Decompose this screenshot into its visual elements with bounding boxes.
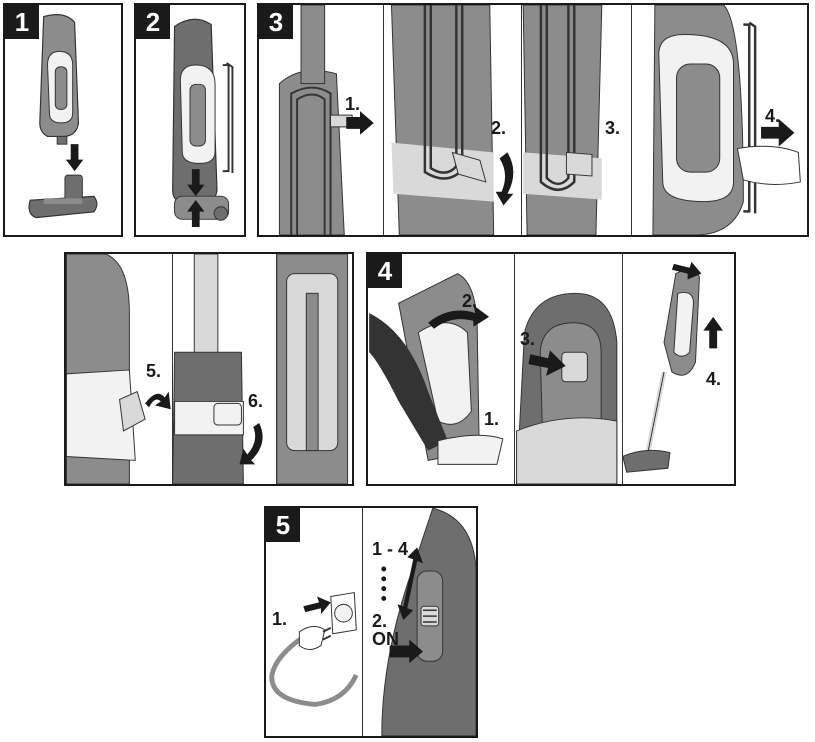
- right-arrow: [303, 596, 331, 615]
- panel-3-step-5: 5.: [146, 361, 162, 381]
- panel-4: 4 2. 1. 3. 4.: [366, 252, 736, 486]
- cable-loops: [539, 5, 576, 192]
- panel-3-step-1: 1.: [345, 94, 361, 114]
- panel-4-illustration: [369, 261, 724, 484]
- dot-3: [381, 586, 387, 592]
- handle-opening: [189, 83, 206, 147]
- cable-clip: [451, 151, 487, 183]
- panel-1: 1: [3, 3, 123, 237]
- closeup-lower: [516, 417, 618, 484]
- panel-5-range: 1 - 4: [372, 539, 409, 559]
- cable-loops: [290, 86, 332, 235]
- panel-5-step-1: 1.: [272, 609, 288, 629]
- power-cable: [269, 633, 359, 707]
- up-arrow: [187, 200, 205, 228]
- base-top: [43, 198, 83, 205]
- power-indicator: [423, 609, 437, 623]
- plug-pin-2: [322, 634, 332, 641]
- up-arrow: [703, 316, 724, 349]
- right-arrow: [761, 119, 795, 147]
- stick-vacuum-handle: [673, 291, 695, 357]
- handle-opening: [54, 66, 68, 110]
- panel-5-step-2: 2.: [372, 611, 388, 631]
- base-post: [64, 174, 83, 201]
- stick-tube-edge: [647, 371, 665, 451]
- panel-3-badge: 3: [259, 5, 293, 39]
- panel-3b-divider-1: [172, 254, 173, 484]
- panel-4-step-3: 3.: [520, 329, 536, 349]
- panel-3-illustration: [278, 5, 801, 235]
- cable-wraps: [222, 62, 234, 174]
- dot-4: [381, 595, 387, 601]
- vacuum-body: [390, 5, 495, 235]
- wheel: [213, 206, 229, 221]
- panel-3-divider-1: [383, 5, 384, 235]
- panel-2-badge: 2: [136, 5, 170, 39]
- dot-2: [381, 576, 387, 582]
- curved-arrow: [495, 152, 514, 206]
- double-arrow: [397, 547, 424, 621]
- hand: [736, 145, 801, 185]
- panel-1-illustration: [28, 14, 98, 219]
- down-arrow: [187, 169, 205, 197]
- down-right-arrow: [671, 261, 702, 280]
- clip-closed: [213, 402, 242, 426]
- clip-open: [119, 390, 146, 432]
- panel-2: 2: [134, 3, 246, 237]
- panel-3b-illustration: [66, 254, 349, 484]
- handle-opening: [676, 63, 721, 173]
- stick-connector: [56, 135, 68, 145]
- light-band: [66, 369, 136, 461]
- vacuum-body: [522, 5, 603, 235]
- panel-5-badge: 5: [266, 508, 300, 542]
- foot: [437, 434, 504, 465]
- panel-1-badge: 1: [5, 5, 39, 39]
- panel-4-divider-1: [514, 254, 515, 484]
- panel-4-divider-2: [622, 254, 623, 484]
- panel-3b-divider-2: [276, 254, 277, 484]
- panel-3-divider-3: [631, 5, 632, 235]
- panel-4-badge: 4: [368, 254, 402, 288]
- curved-arrow: [145, 391, 171, 410]
- panel-4-step-4: 4.: [706, 369, 722, 389]
- panel-4-step-1: 1.: [484, 409, 500, 429]
- closeup-button: [561, 351, 588, 383]
- arm: [369, 312, 448, 451]
- panel-3-continued: 5. 6.: [64, 252, 354, 486]
- curved-arrow: [239, 423, 263, 465]
- panel-5-divider: [362, 508, 363, 736]
- panel-3-divider-2: [521, 5, 522, 235]
- panel-3-step-4: 4.: [765, 106, 781, 126]
- right-arrow: [528, 350, 566, 376]
- tube: [305, 292, 319, 452]
- upper-tube: [300, 5, 326, 85]
- panel-3-step-2: 2.: [491, 118, 507, 138]
- cable-bundle: [743, 21, 757, 214]
- floor-head: [622, 449, 671, 473]
- plug: [298, 625, 326, 650]
- panel-2-illustration: [172, 18, 234, 228]
- cable-clip: [565, 151, 593, 177]
- dot-1: [381, 566, 387, 572]
- down-arrow: [65, 144, 84, 172]
- panel-5-on-label: ON: [372, 629, 399, 649]
- panel-3-step-6: 6.: [248, 391, 264, 411]
- panel-5: 5 1. 1 - 4 2. ON: [264, 506, 478, 738]
- socket-face: [334, 603, 353, 623]
- panel-3-step-3: 3.: [605, 118, 621, 138]
- plug-pin-1: [322, 627, 332, 633]
- panel-4-step-2: 2.: [462, 291, 478, 311]
- panel-5-illustration: [269, 508, 476, 736]
- panel-3: 3 1. 2. 3. 4.: [257, 3, 809, 237]
- curved-arrow: [428, 305, 490, 329]
